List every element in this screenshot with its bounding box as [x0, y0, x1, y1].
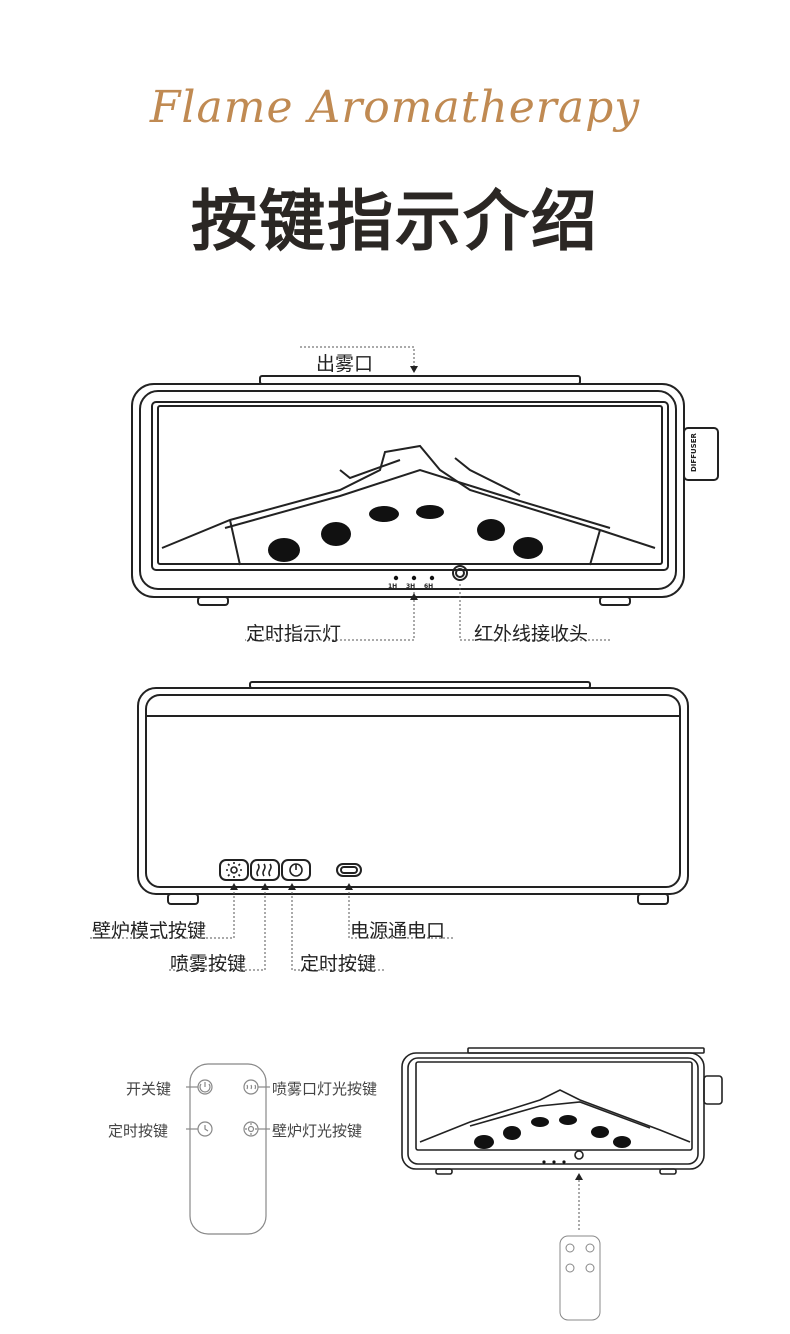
timer-mark-1h: 1H: [388, 583, 398, 590]
mist-icon: [256, 863, 272, 877]
timer-indicator-label: 定时指示灯: [246, 623, 342, 645]
mist-button-label: 喷雾按键: [170, 953, 247, 975]
fireplace-mode-button-label: 壁炉模式按键: [92, 920, 207, 942]
remote-mist-light-key-label: 喷雾口灯光按键: [272, 1080, 378, 1098]
fireplace-mode-icon: [226, 862, 242, 878]
power-port-label: 电源通电口: [350, 920, 446, 942]
mist-outlet-label: 出雾口: [316, 353, 374, 375]
timer-button-label: 定时按键: [300, 953, 377, 975]
ir-receiver-label: 红外线接收头: [474, 623, 589, 645]
timer-power-icon: [289, 863, 303, 877]
script-title: Flame Aromatherapy: [149, 82, 641, 133]
remote-fireplace-light-key-label: 壁炉灯光按键: [272, 1122, 363, 1140]
timer-mark-6h: 6H: [424, 583, 434, 590]
remote-power-key-label: 开关键: [126, 1080, 172, 1098]
remote-timer-key-label: 定时按键: [108, 1122, 169, 1140]
page-title: 按键指示介绍: [191, 183, 599, 260]
timer-mark-3h: 3H: [406, 583, 416, 590]
